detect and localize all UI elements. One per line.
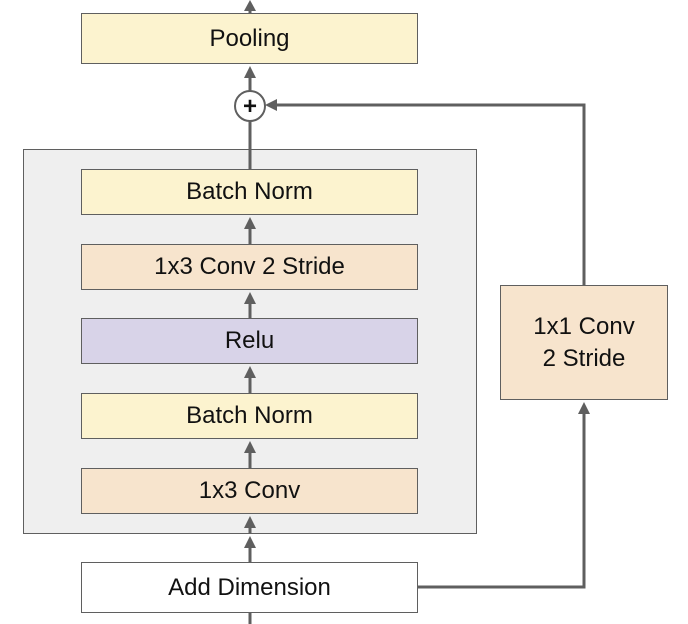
batch-norm-top-label: Batch Norm	[186, 178, 313, 205]
arrow-top-head	[244, 0, 256, 11]
conv-stride-label: 1x3 Conv 2 Stride	[154, 253, 345, 280]
conv-1x3-label: 1x3 Conv	[198, 477, 301, 504]
relu-node: Relu	[81, 318, 418, 364]
shortcut-conv-label-line2: 2 Stride	[542, 344, 626, 372]
pooling-label: Pooling	[209, 24, 290, 52]
shortcut-conv-node: 1x1 Conv 2 Stride	[500, 285, 668, 400]
batch-norm-bottom-label: Batch Norm	[186, 402, 313, 429]
conv-stride-node: 1x3 Conv 2 Stride	[81, 244, 418, 290]
shortcut-conv-label-line1: 1x1 Conv	[533, 312, 635, 340]
adder-symbol: +	[243, 93, 257, 120]
arrow-into-group-head	[244, 536, 256, 548]
add-dimension-node: Add Dimension	[81, 562, 418, 613]
adder-node: +	[234, 90, 266, 122]
pooling-node: Pooling	[81, 13, 418, 64]
arrow-into-pooling-head	[244, 66, 256, 78]
batch-norm-bottom-node: Batch Norm	[81, 393, 418, 439]
arrow-into-adder-head	[265, 99, 277, 111]
arrow-into-shortcut-conv-head	[578, 402, 590, 414]
add-dimension-label: Add Dimension	[168, 573, 331, 601]
conv-1x3-node: 1x3 Conv	[81, 468, 418, 514]
batch-norm-top-node: Batch Norm	[81, 169, 418, 215]
adder-circle	[234, 90, 266, 122]
relu-label: Relu	[224, 327, 275, 354]
